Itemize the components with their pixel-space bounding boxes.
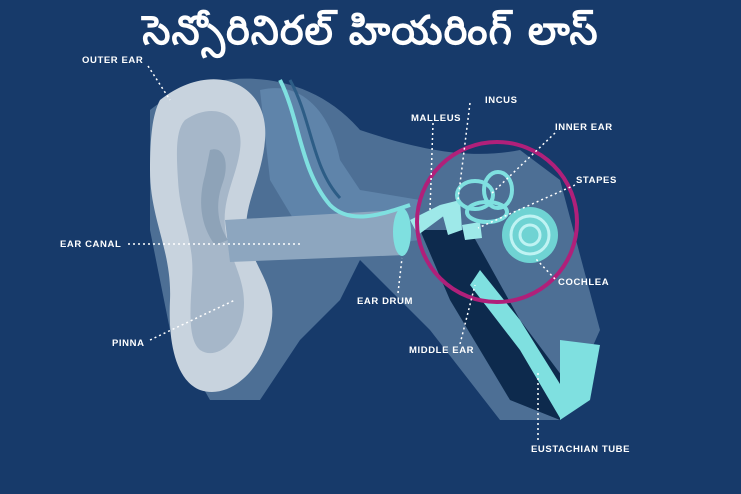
label-eustachian-tube: EUSTACHIAN TUBE [531, 444, 631, 455]
ear-canal-shape [225, 210, 405, 262]
inner-ear-shape [455, 170, 558, 263]
ear-drum-shape [393, 208, 411, 256]
label-cochlea: COCHLEA [558, 277, 610, 288]
page-title: సెన్సోరినిరల్ హియరింగ్ లాస్ [142, 8, 599, 54]
highlight-circle [415, 140, 579, 304]
eustachian-tube-shape [470, 270, 600, 420]
label-stapes: STAPES [576, 175, 617, 186]
label-ear-canal: EAR CANAL [60, 239, 122, 250]
label-middle-ear: MIDDLE EAR [409, 345, 475, 356]
label-outer-ear: OUTER EAR [82, 55, 144, 66]
outer-ear-shape [150, 79, 273, 392]
label-pinna: PINNA [112, 338, 145, 349]
label-incus: INCUS [485, 95, 518, 106]
auditory-nerve [278, 79, 411, 219]
label-inner-ear: INNER EAR [555, 122, 613, 133]
label-ear-drum: EAR DRUM [357, 296, 413, 307]
label-malleus: MALLEUS [411, 113, 462, 124]
leader-lines [128, 65, 576, 440]
